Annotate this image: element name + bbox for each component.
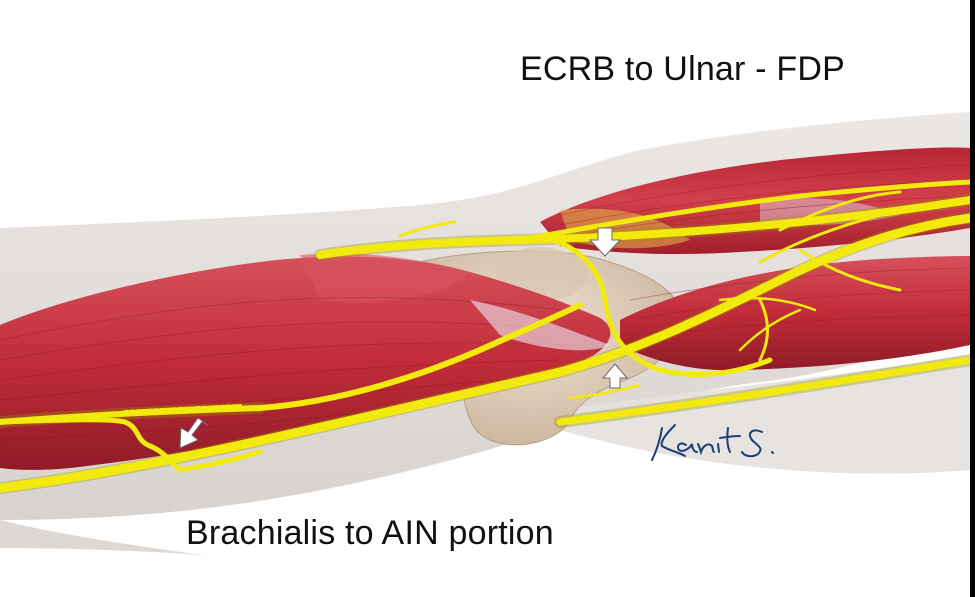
signature: [651, 424, 774, 461]
arrows: [179, 227, 629, 449]
arrow-middle-icon: [601, 363, 629, 389]
caption-ecrb-to-ulnar-fdp: ECRB to Ulnar - FDP: [520, 50, 845, 88]
caption-brachialis-to-ain: Brachialis to AIN portion: [186, 514, 554, 552]
arrow-bottom-icon: [179, 417, 209, 449]
arrow-top-icon: [588, 227, 622, 257]
right-edge-border: [970, 0, 975, 597]
upper-arm-muscle: [0, 253, 611, 470]
nerves: [0, 179, 975, 494]
